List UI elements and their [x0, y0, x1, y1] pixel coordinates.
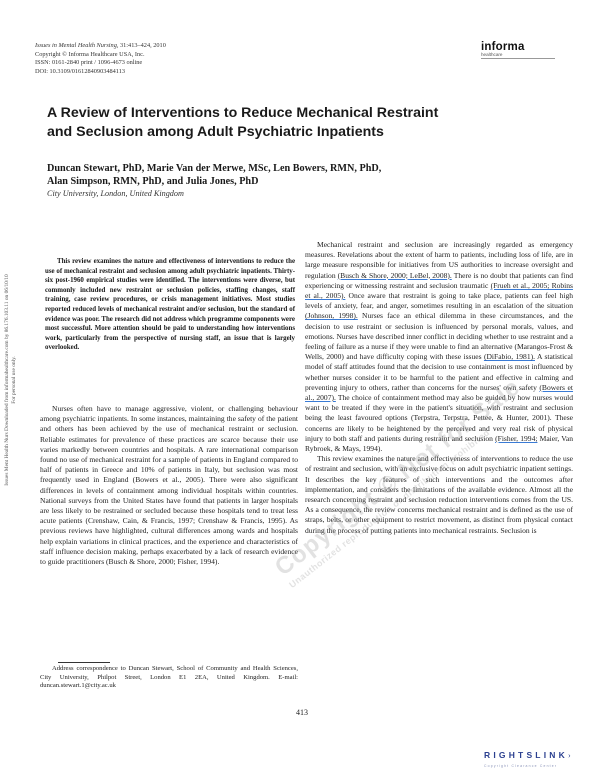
- rightslink-logo[interactable]: RIGHTSLINK› Copyright Clearance Center: [484, 745, 594, 768]
- publisher-rule: [481, 58, 555, 59]
- citation-link[interactable]: (DiFabio, 1981).: [483, 352, 535, 362]
- rightslink-brand: RIGHTSLINK: [484, 750, 568, 760]
- article-title: A Review of Interventions to Reduce Mech…: [47, 105, 439, 140]
- page-number: 413: [296, 708, 308, 717]
- body-paragraph: This review examines the nature and effe…: [305, 454, 573, 535]
- download-side-note: Issues Ment Health Nurs Downloaded from …: [4, 274, 17, 486]
- citation-link[interactable]: (Busch & Shore, 2000; LeBel, 2008).: [337, 270, 452, 280]
- chevron-right-icon: ›: [567, 751, 571, 760]
- journal-doi: DOI: 10.3109/01612840903484113: [35, 67, 126, 75]
- body-column-left: Nurses often have to manage aggressive, …: [40, 404, 298, 567]
- publisher-brand: informa: [481, 41, 525, 53]
- article-abstract: This review examines the nature and effe…: [45, 258, 295, 352]
- citation-link[interactable]: (Bowers et al., 2007).: [305, 382, 574, 403]
- journal-issn: ISSN: 0161-2840 print / 1096-4673 online: [35, 59, 143, 67]
- body-paragraph: Mechanical restraint and seclusion are i…: [305, 240, 574, 454]
- citation-link[interactable]: (Johnson, 1998).: [305, 311, 358, 321]
- correspondence-footnote: Address correspondence to Duncan Stewart…: [40, 665, 298, 689]
- publisher-sub: healthcare: [481, 52, 503, 57]
- citation-link[interactable]: (Fisher, 1994;: [495, 433, 538, 443]
- journal-copyright: Copyright © Informa Healthcare USA, Inc.: [35, 50, 145, 58]
- journal-citation: Issues in Mental Health Nursing, 31:413–…: [35, 42, 166, 49]
- article-authors: Duncan Stewart, PhD, Marie Van der Merwe…: [47, 163, 382, 187]
- body-paragraph: Nurses often have to manage aggressive, …: [40, 404, 298, 567]
- body-column-right: Mechanical restraint and seclusion are i…: [305, 240, 573, 536]
- journal-metadata: Issues in Mental Health Nursing, 31:413–…: [35, 42, 166, 76]
- article-affiliation: City University, London, United Kingdom: [47, 189, 184, 198]
- footnote-divider: [58, 662, 110, 663]
- citation-link[interactable]: (Frueh et al., 2005; Robins et al., 2005…: [305, 280, 573, 301]
- publisher-logo: informa healthcare: [481, 41, 571, 59]
- rightslink-sub: Copyright Clearance Center: [484, 764, 558, 768]
